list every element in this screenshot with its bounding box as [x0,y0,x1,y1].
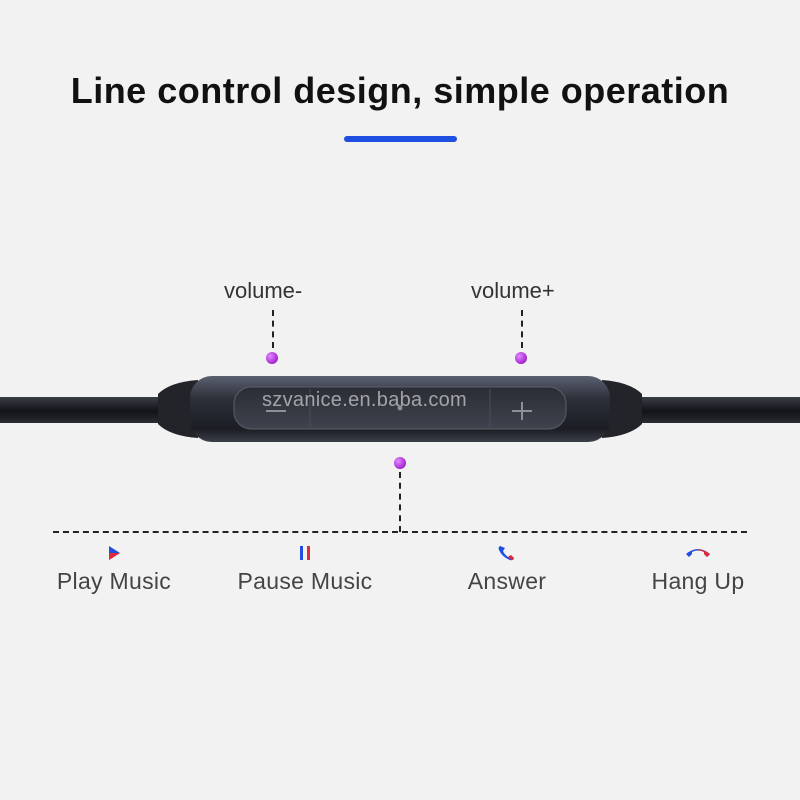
function-label: Hang Up [651,568,745,594]
function-answer: Answer [462,544,552,595]
center-button-indicator-dot [394,457,406,469]
function-hang-up: Hang Up [643,544,753,595]
cable-right [630,397,800,423]
volume-minus-label: volume- [224,278,303,303]
play-icon [109,546,120,560]
function-label: Pause Music [237,568,373,594]
volume-plus-leader-line [521,310,523,348]
volume-minus-indicator-dot [266,352,278,364]
center-button-leader-line [399,472,401,532]
function-label: Answer [467,568,547,594]
volume-plus-label: volume+ [471,278,555,303]
phone-answer-icon [498,546,514,561]
function-play-music: Play Music [52,544,176,595]
function-label: Play Music [56,568,172,594]
function-pause-music: Pause Music [230,544,380,595]
function-divider-line [53,531,747,533]
volume-plus-indicator-dot [515,352,527,364]
page-title: Line control design, simple operation [70,70,730,111]
watermark: szvanice.en.baba.com [262,389,468,411]
remote-body-graphic [158,376,642,442]
cable-left [0,397,170,423]
inline-remote-control [150,372,650,446]
title-underline [344,136,457,142]
pause-icon [300,546,310,560]
volume-minus-leader-line [272,310,274,348]
phone-hangup-icon [686,549,710,557]
